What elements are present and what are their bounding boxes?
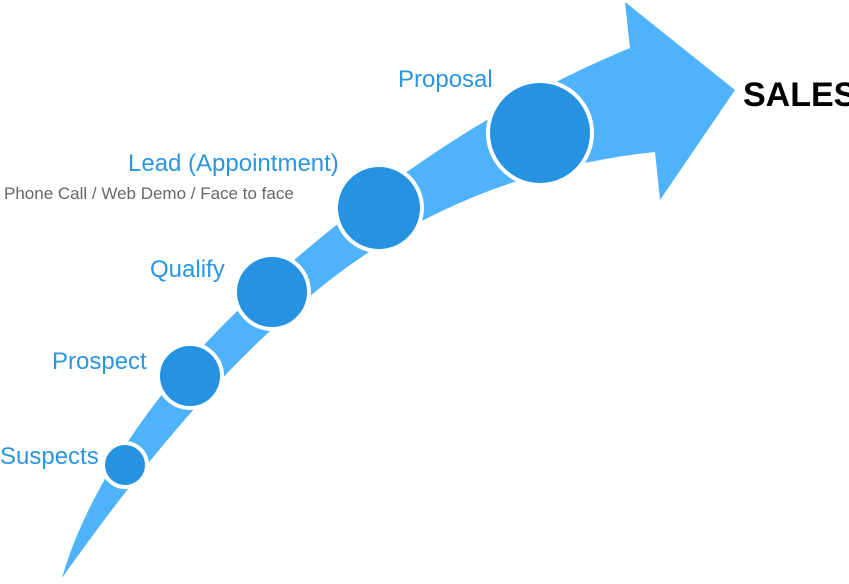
- stage-label-lead: Lead (Appointment): [128, 150, 339, 177]
- stage-label-qualify: Qualify: [150, 256, 225, 283]
- stage-label-suspects: Suspects: [0, 443, 99, 470]
- stage-node-suspects: [101, 441, 149, 489]
- stage-label-proposal: Proposal: [398, 66, 493, 93]
- goal-label: SALES: [743, 76, 849, 114]
- stage-node-prospect: [156, 342, 224, 410]
- stage-node-qualify: [233, 253, 311, 331]
- stage-label-prospect: Prospect: [52, 348, 147, 375]
- stage-sublabel-lead: Phone Call / Web Demo / Face to face: [4, 184, 294, 203]
- stage-node-proposal: [486, 79, 594, 187]
- stage-node-lead: [334, 163, 424, 253]
